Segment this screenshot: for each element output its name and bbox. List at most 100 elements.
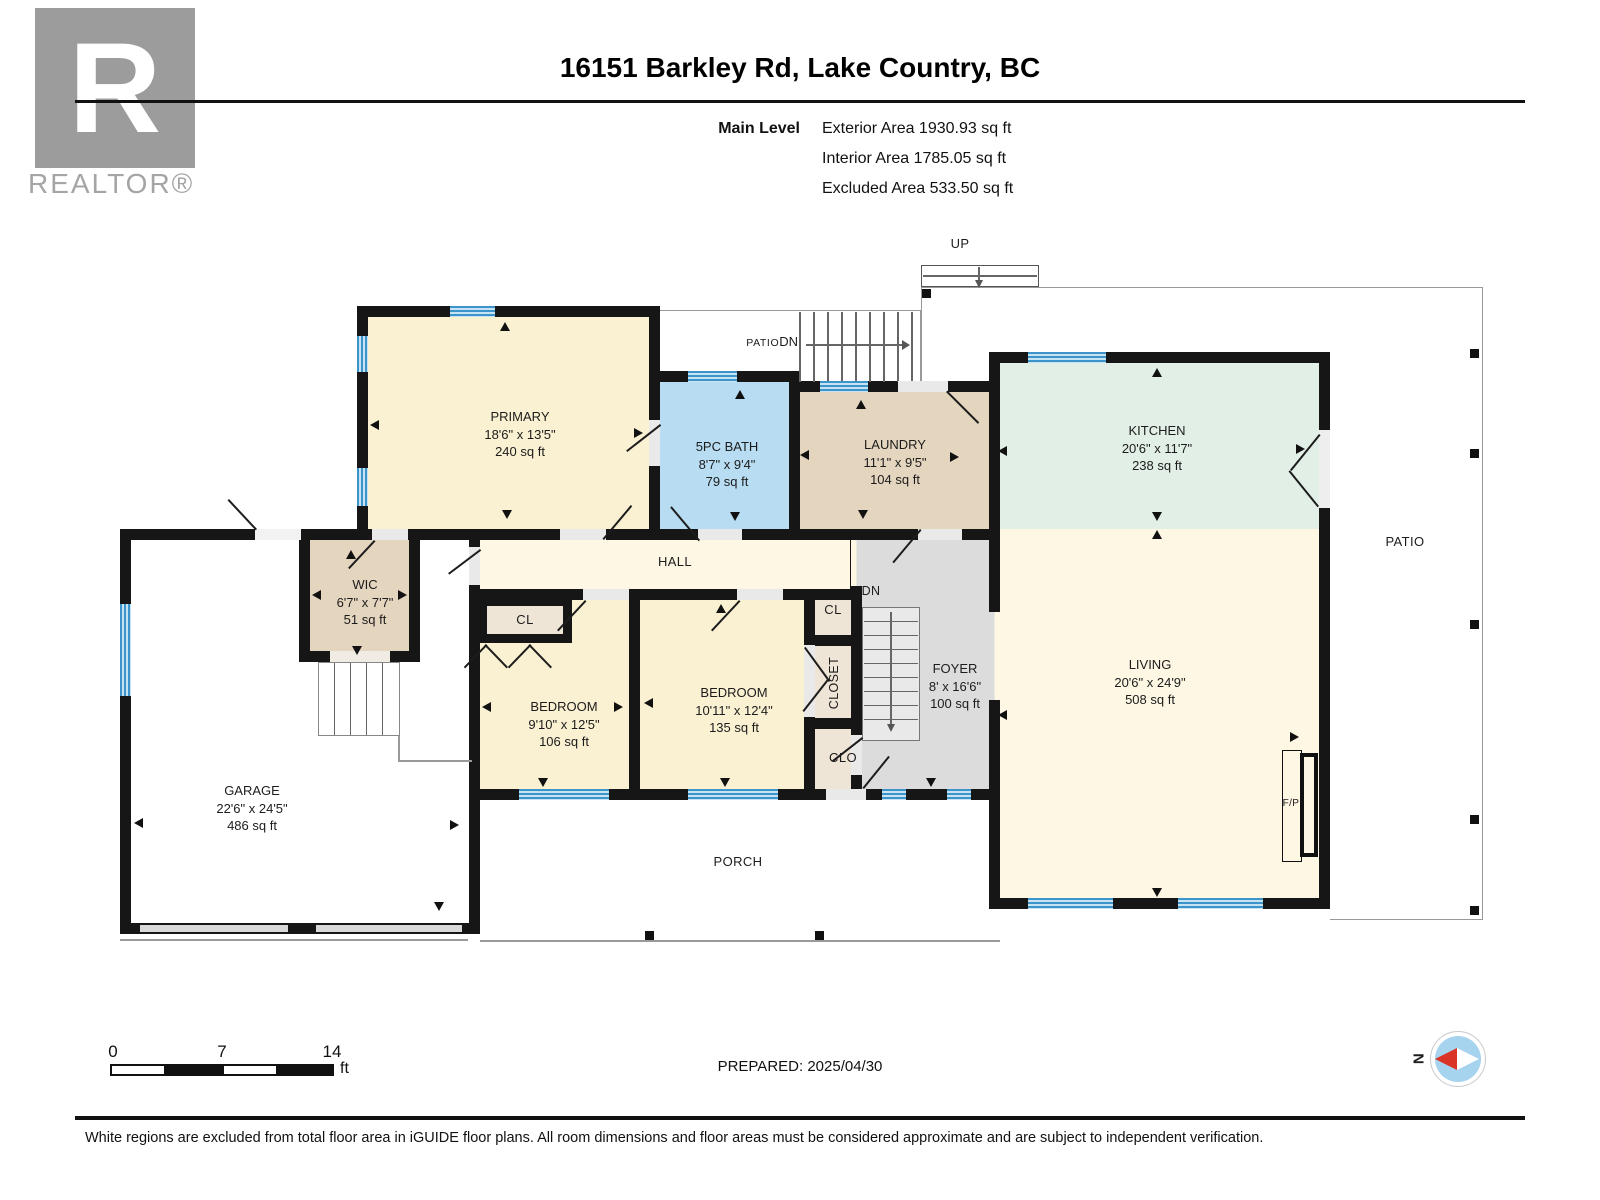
window: [450, 306, 495, 317]
patio-post: [1470, 349, 1479, 358]
dimension-arrow: [950, 452, 959, 462]
porch-post: [815, 931, 824, 940]
dimension-arrow: [998, 710, 1007, 720]
window: [688, 789, 778, 800]
label-bedroom1: BEDROOM 9'10" x 12'5" 106 sq ft: [528, 699, 600, 750]
stair-up-midline: [923, 275, 1037, 277]
window: [357, 336, 368, 372]
scale-unit: ft: [340, 1060, 349, 1077]
stair-up-arrow-line: [978, 267, 980, 282]
dimension-arrow: [1152, 368, 1162, 377]
stair-tread: [366, 663, 368, 735]
dimension-arrow: [716, 604, 726, 613]
door-gap-garage: [255, 529, 301, 540]
label-patio-side: PATIO: [1385, 534, 1425, 549]
porch-edge-line: [480, 940, 1000, 942]
window: [820, 381, 868, 392]
door-gap-primary: [560, 529, 606, 540]
dimension-arrow: [856, 400, 866, 409]
dimension-arrow: [398, 590, 407, 600]
label-hall: HALL: [657, 554, 693, 569]
room-living: [989, 529, 1330, 909]
door-gap-bath: [698, 529, 742, 540]
stair-tread: [841, 312, 843, 382]
page-title: 16151 Barkley Rd, Lake Country, BC: [559, 52, 1041, 83]
label-clo: CLO: [829, 750, 857, 765]
dimension-arrow: [312, 590, 321, 600]
dimension-arrow: [500, 322, 510, 331]
stair-dn-arrow-line: [890, 612, 892, 726]
scale-segment: [222, 1064, 278, 1076]
label-cl-bedroom1: CL: [516, 612, 534, 627]
disclaimer-text: White regions are excluded from total fl…: [85, 1130, 1264, 1146]
door-gap-bedroom1: [583, 589, 629, 600]
dimension-arrow: [730, 512, 740, 521]
dimension-arrow: [858, 510, 868, 519]
dimension-arrow: [502, 510, 512, 519]
stair-landing-line: [398, 736, 400, 762]
dimension-arrow: [998, 446, 1007, 456]
dimension-arrow: [644, 698, 653, 708]
dimension-arrow: [1290, 732, 1299, 742]
stair-landing-line: [398, 760, 472, 762]
compass-needle-south: [1457, 1048, 1479, 1070]
opening-wic-stairs: [330, 651, 390, 662]
door-gap-front: [826, 789, 866, 800]
label-bedroom2: BEDROOM 10'11" x 12'4" 135 sq ft: [695, 685, 773, 736]
excluded-area: Excluded Area 533.50 sq ft: [822, 180, 1014, 197]
door-gap-kitchen-patio: [1319, 430, 1330, 508]
realtor-logo-letter: R: [68, 16, 162, 160]
stair-tread: [897, 312, 899, 382]
label-porch: PORCH: [713, 854, 763, 869]
door-gap-clo: [851, 735, 862, 775]
stairs-wic-box: [318, 662, 400, 736]
stair-tread: [799, 312, 801, 382]
garage-door: [140, 925, 288, 932]
door-gap-laundry-top: [898, 381, 948, 392]
patio-post: [1470, 906, 1479, 915]
door-gap-laundry-foyer: [918, 529, 962, 540]
dimension-arrow: [370, 420, 379, 430]
opening-hall-foyer: [851, 540, 862, 586]
porch-post: [645, 931, 654, 940]
garage-door: [316, 925, 462, 932]
stair-tread: [382, 663, 384, 735]
label-living: LIVING 20'6" x 24'9" 508 sq ft: [1114, 657, 1186, 708]
patio-post: [922, 289, 931, 298]
dimension-arrow: [614, 702, 623, 712]
door-gap-wic: [372, 529, 408, 540]
patio-right-outline: [1330, 350, 1483, 920]
realtor-logo-text: REALTOR®: [28, 168, 195, 199]
compass-needle-north: [1435, 1048, 1457, 1070]
scale-tick-7: 7: [217, 1042, 227, 1061]
dimension-arrow: [346, 550, 356, 559]
patio-post: [1470, 449, 1479, 458]
label-laundry: LAUNDRY 11'1" x 9'5" 104 sq ft: [863, 437, 927, 488]
dimension-arrow: [1296, 444, 1305, 454]
stair-tread: [334, 663, 336, 735]
door-gap-closet-double: [804, 645, 815, 717]
dimension-arrow: [1152, 888, 1162, 897]
fireplace-label: F/P: [1282, 798, 1300, 809]
stair-tread: [911, 312, 913, 382]
dimension-arrow: [800, 450, 809, 460]
label-primary: PRIMARY 18'6" x 13'5" 240 sq ft: [484, 409, 556, 460]
stair-tread: [855, 312, 857, 382]
scale-segment: [278, 1064, 334, 1076]
label-foyer: FOYER 8' x 16'6" 100 sq ft: [928, 661, 982, 712]
patio-post: [1470, 620, 1479, 629]
fireplace-box: [1300, 753, 1318, 857]
scale-segment: [166, 1064, 222, 1076]
compass-north-label: N: [1410, 1052, 1428, 1065]
door-gap-bedroom2: [737, 589, 783, 600]
exterior-area: Exterior Area 1930.93 sq ft: [822, 120, 1012, 137]
dimension-arrow: [720, 778, 730, 787]
window: [1028, 352, 1106, 363]
patio-post: [1470, 815, 1479, 824]
dimension-arrow: [538, 778, 548, 787]
level-label: Main Level: [718, 120, 800, 137]
label-stairs-up: UP: [950, 236, 970, 251]
dimension-arrow: [926, 778, 936, 787]
door-gap-hall: [469, 547, 480, 585]
